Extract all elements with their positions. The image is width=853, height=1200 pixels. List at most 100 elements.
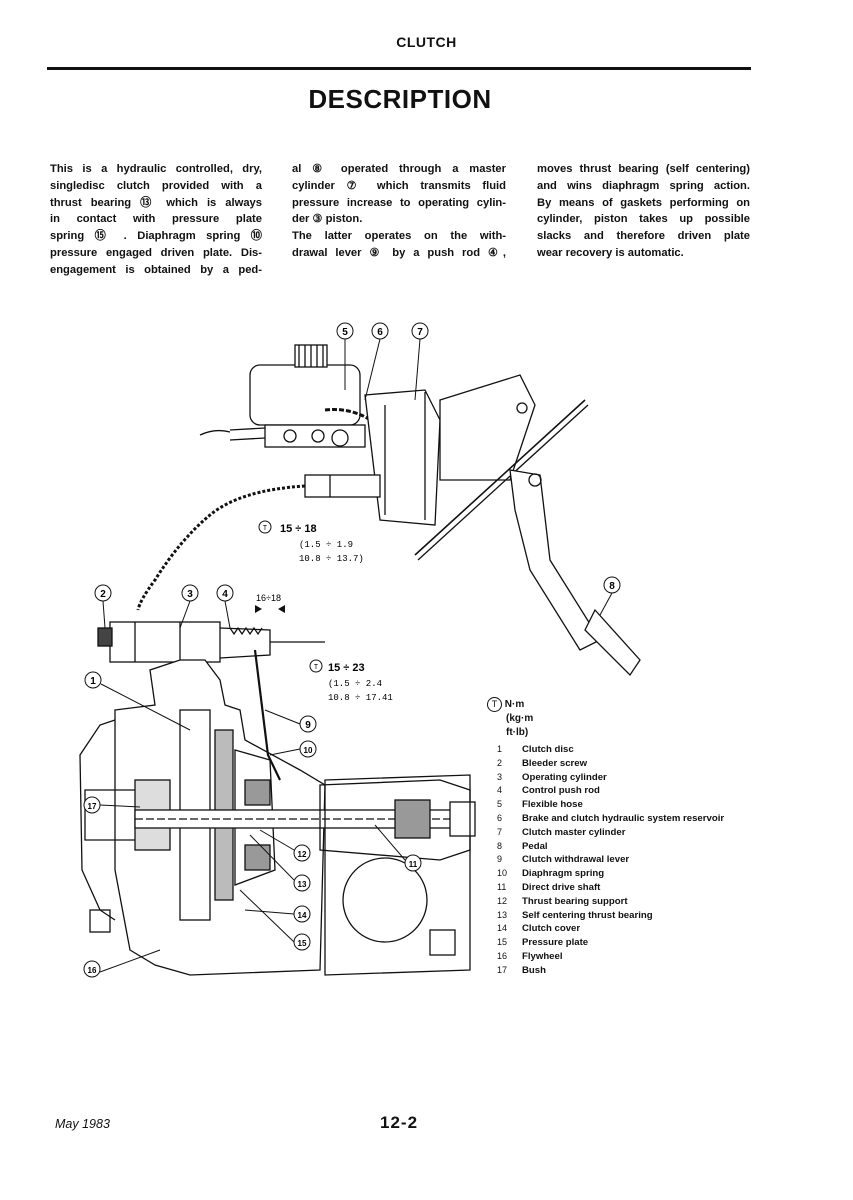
text-line: al ⑧ operated through a master xyxy=(292,163,506,175)
callout-5: 5 xyxy=(336,322,354,390)
svg-text:(1.5 ÷ 2.4: (1.5 ÷ 2.4 xyxy=(328,679,382,689)
svg-text:17: 17 xyxy=(88,802,97,811)
clutch-assembly-diagram: 5 6 7 8 2 3 4 1 9 10 17 12 11 13 14 15 1… xyxy=(79,322,641,978)
legend-item-number: 7 xyxy=(497,826,503,837)
text-line: cylinder, piston takes up possible xyxy=(537,213,750,226)
legend-item-number: 4 xyxy=(497,785,503,796)
torque-spec-1: T 15 ÷ 18 (1.5 ÷ 1.9 10.8 ÷ 13.7) xyxy=(258,520,364,564)
legend-item: 3 Operating cylinder xyxy=(497,772,724,786)
text-line: singledisc clutch provided with a xyxy=(50,179,262,192)
legend-item-label: Operating cylinder xyxy=(522,771,607,783)
legend-item-label: Flywheel xyxy=(522,950,563,962)
legend-item-label: Pedal xyxy=(522,840,548,852)
legend-item: 5 Flexible hose xyxy=(497,799,724,813)
callout-3: 3 xyxy=(179,584,199,629)
callout-11: 11 xyxy=(374,824,422,872)
svg-text:2: 2 xyxy=(100,589,106,600)
legend-item-label: Clutch disc xyxy=(522,744,574,755)
legend-item-label: Bush xyxy=(522,964,546,976)
gearbox-case-shape xyxy=(324,774,471,976)
legend-item-label: Bleeder screw xyxy=(522,757,588,769)
text-line: slacks and therefore driven plate xyxy=(537,230,750,243)
legend-item-number: 11 xyxy=(497,881,507,892)
legend-item-label: Brake and clutch hydraulic system reserv… xyxy=(522,812,725,824)
text-line: pressure increase to operating cylin- xyxy=(292,196,506,209)
svg-text:T: T xyxy=(314,664,318,672)
legend-item: 1 Clutch disc xyxy=(497,744,724,758)
legend-item-number: 13 xyxy=(497,909,508,920)
legend-item-number: 16 xyxy=(497,950,508,961)
callout-8: 8 xyxy=(599,576,621,616)
legend-item-number: 6 xyxy=(497,812,503,823)
svg-text:8: 8 xyxy=(609,581,615,592)
legend-item: 17 Bush xyxy=(497,965,724,979)
svg-text:10.8 ÷ 17.41: 10.8 ÷ 17.41 xyxy=(328,693,393,703)
text-column-3: moves thrust bearing (self centering) an… xyxy=(537,161,750,262)
master-cylinder-shape xyxy=(304,389,441,526)
svg-text:14: 14 xyxy=(298,911,307,920)
text-line: spring ⑮ . Diaphragm spring ⑩ xyxy=(50,230,262,243)
svg-text:13: 13 xyxy=(298,880,307,889)
svg-text:7: 7 xyxy=(417,327,423,338)
legend-item-number: 17 xyxy=(497,964,508,975)
legend-item-number: 14 xyxy=(497,923,508,934)
torque-unit-nm: T N·m xyxy=(487,697,524,712)
callout-1: 1 xyxy=(84,671,191,731)
torque-spec-2: T 15 ÷ 23 (1.5 ÷ 2.4 10.8 ÷ 17.41 xyxy=(309,659,393,703)
legend-item-label: Thrust bearing support xyxy=(522,895,628,907)
text-line: pressure engaged driven plate. Dis- xyxy=(50,246,262,259)
text-line: thrust bearing ⑬ which is always xyxy=(50,196,262,209)
callout-4: 4 xyxy=(216,584,234,629)
legend-item-number: 3 xyxy=(497,771,503,782)
svg-text:10.8 ÷ 13.7): 10.8 ÷ 13.7) xyxy=(299,554,364,564)
unit-label: ft·lb) xyxy=(506,727,529,739)
page-title: DESCRIPTION xyxy=(308,84,492,114)
text-line: and wins diaphragm spring action. xyxy=(537,179,750,192)
legend-item-number: 1 xyxy=(497,744,503,754)
legend-item-label: Clutch master cylinder xyxy=(522,826,626,838)
legend-item: 12 Thrust bearing support xyxy=(497,896,724,910)
footer-date: May 1983 xyxy=(55,1117,110,1131)
text-line: in contact with pressure plate xyxy=(50,213,262,226)
legend-item-number: 5 xyxy=(497,799,503,810)
svg-text:16÷18: 16÷18 xyxy=(256,593,281,603)
legend-item-label: Flexible hose xyxy=(522,799,583,811)
callout-12: 12 xyxy=(259,829,311,862)
svg-text:(1.5 ÷ 1.9: (1.5 ÷ 1.9 xyxy=(299,540,353,550)
legend-item-label: Control push rod xyxy=(522,785,600,797)
svg-text:15: 15 xyxy=(298,939,307,948)
reservoir-shape xyxy=(199,344,366,448)
svg-text:10: 10 xyxy=(304,746,313,755)
text-line: wear recovery is automatic. xyxy=(537,246,684,259)
legend-item: 4 Control push rod xyxy=(497,785,724,799)
dimension-label: 16÷18 xyxy=(255,593,285,613)
callout-13: 13 xyxy=(249,834,311,892)
svg-text:16: 16 xyxy=(88,966,97,975)
svg-text:6: 6 xyxy=(377,327,383,338)
text-line: drawal lever ⑨ by a push rod ④, xyxy=(292,246,506,259)
legend-item-label: Clutch withdrawal lever xyxy=(522,854,630,866)
legend-item-number: 12 xyxy=(497,895,508,906)
svg-text:5: 5 xyxy=(342,327,348,338)
text-column-1: This is a hydraulic controlled, dry, sin… xyxy=(50,161,262,279)
text-line: cylinder ⑦ which transmits fluid xyxy=(292,179,506,192)
svg-text:12: 12 xyxy=(298,850,307,859)
callout-17: 17 xyxy=(83,796,141,814)
legend-item-number: 10 xyxy=(497,868,508,879)
header-rule xyxy=(47,67,751,70)
callout-16: 16 xyxy=(83,949,161,978)
svg-text:3: 3 xyxy=(187,589,193,600)
svg-text:4: 4 xyxy=(222,589,228,600)
text-line: By means of gaskets performing on xyxy=(537,196,750,209)
svg-text:1: 1 xyxy=(90,676,96,687)
svg-text:T: T xyxy=(263,525,267,533)
pedal-assembly-shape xyxy=(414,374,641,677)
operating-cylinder-shape xyxy=(97,621,325,663)
legend-item: 16 Flywheel xyxy=(497,951,724,965)
